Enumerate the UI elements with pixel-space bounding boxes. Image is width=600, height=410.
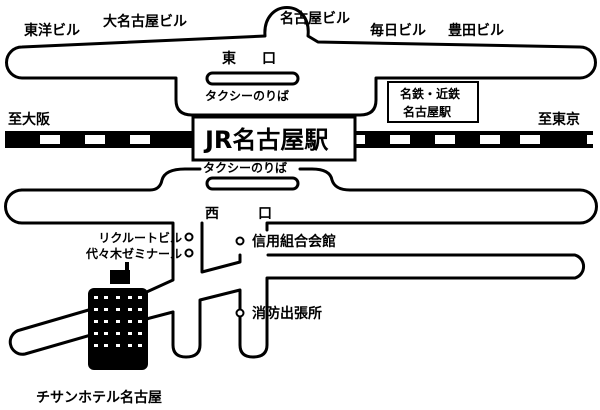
building-dai-nagoya: 大名古屋ビル [103, 13, 187, 30]
taxi-label-east: タクシーのりば [205, 88, 289, 103]
hotel-label: チサンホテル名古屋 [36, 389, 162, 406]
meitetsu-label-1: 名鉄・近鉄 [400, 86, 460, 101]
building-toyo: 東洋ビル [24, 22, 80, 39]
building-mainichi: 毎日ビル [370, 22, 426, 39]
building-nagoya: 名古屋ビル [280, 10, 350, 27]
taxi-stand-west [205, 176, 300, 191]
landmark-yoyogi: 代々木ゼミナール [85, 246, 182, 261]
meitetsu-label-2: 名古屋駅 [403, 104, 452, 119]
marker-recruit-icon [184, 232, 194, 242]
east-road [5, 6, 597, 117]
landmark-fire-station: 消防出張所 [252, 305, 322, 322]
landmark-recruit: リクルートビル [98, 230, 182, 245]
east-exit-char-2: 口 [262, 51, 276, 67]
taxi-stand-east [205, 71, 300, 86]
west-road-left [4, 188, 175, 297]
jr-station-label: JR名古屋駅 [203, 126, 328, 154]
west-exit-char-2: 口 [258, 206, 272, 222]
marker-shinyo-icon [235, 236, 245, 246]
marker-yoyogi-icon [184, 248, 194, 258]
west-exit-char-1: 西 [205, 206, 219, 222]
meitetsu-station-box [387, 81, 479, 123]
to-tokyo-label: 至東京 [538, 111, 580, 128]
island-street [200, 221, 242, 274]
taxi-label-west: タクシーのりば [203, 160, 287, 175]
landmark-shinyo: 信用組合会館 [252, 233, 336, 250]
east-exit-char-1: 東 [222, 50, 236, 67]
building-toyota: 豊田ビル [448, 22, 504, 39]
jr-station-box [191, 115, 357, 162]
west-road-top [20, 167, 598, 232]
to-osaka-label: 至大阪 [8, 111, 51, 128]
diagonal-road [8, 293, 175, 356]
south-streets [171, 253, 585, 359]
marker-fire-station-icon [235, 308, 245, 318]
hotel-building-icon [88, 262, 148, 370]
